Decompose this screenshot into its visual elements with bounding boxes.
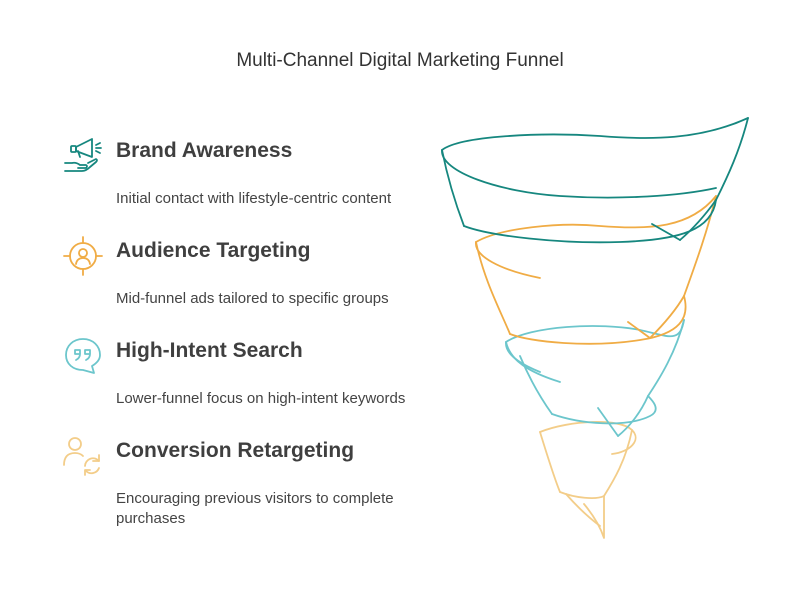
target-user-icon	[63, 236, 103, 276]
funnel-graphic	[441, 117, 749, 539]
funnel-tier-awareness	[441, 117, 749, 244]
stage-description: Initial contact with lifestyle-centric c…	[116, 190, 392, 207]
stage-description: Lower-funnel focus on high-intent keywor…	[116, 390, 406, 407]
stage-description: Mid-funnel ads tailored to specific grou…	[116, 290, 389, 307]
stage-heading: Brand Awareness	[116, 139, 293, 162]
funnel-tier-high-intent	[505, 319, 685, 437]
diagram-title: Multi-Channel Digital Marketing Funnel	[236, 50, 564, 71]
quote-bubble-icon	[65, 338, 101, 374]
megaphone-hand-icon	[64, 138, 102, 172]
funnel-tier-audience	[475, 195, 717, 345]
user-refresh-icon	[63, 437, 100, 476]
stage-heading: High-Intent Search	[116, 339, 303, 362]
stage-heading: Audience Targeting	[116, 239, 311, 262]
stage-heading: Conversion Retargeting	[116, 439, 355, 462]
stage-description: Encouraging previous visitors to complet…	[116, 490, 394, 527]
funnel-tier-conversion	[539, 421, 637, 539]
